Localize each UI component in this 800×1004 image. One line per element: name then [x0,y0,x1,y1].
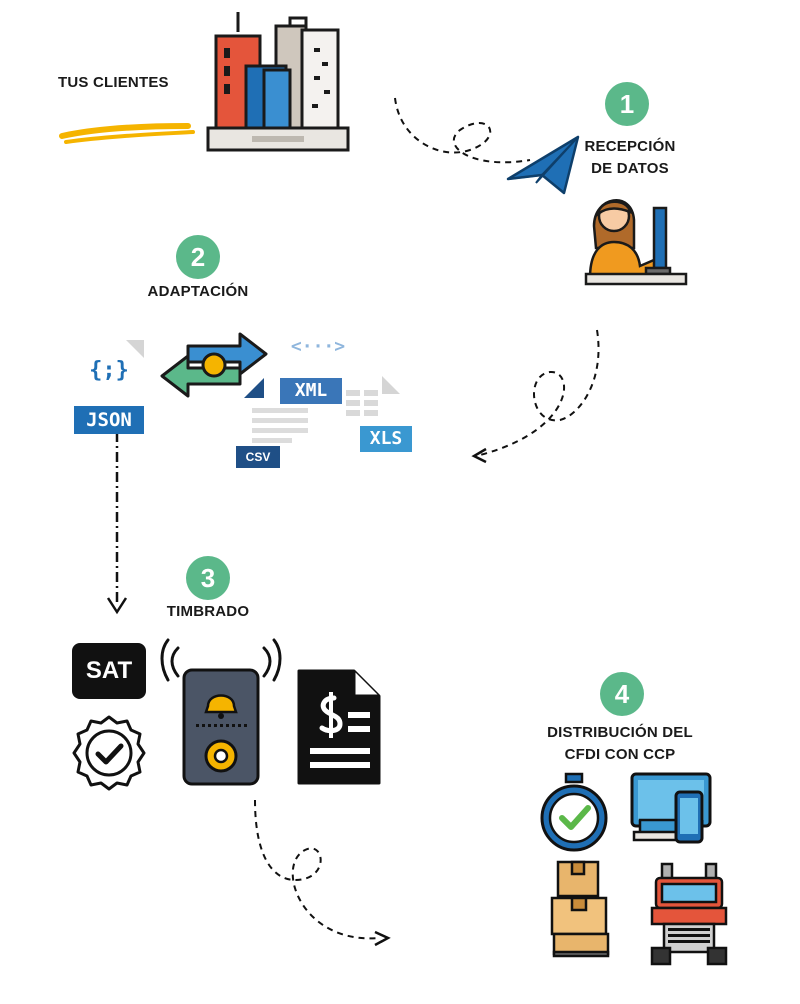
step-4-label: DISTRIBUCIÓN DEL CFDI CON CCP [525,722,715,766]
file-corner-icon [382,376,400,394]
step-4-label-line2: CFDI CON CCP [564,746,676,763]
json-tag: JSON [74,406,144,434]
clients-label: TUS CLIENTES [58,74,169,91]
xml-tag: XML [280,378,342,404]
connector-reception-to-adaptation [479,329,600,456]
document-lines-icon [252,408,308,443]
file-corner-icon [244,378,264,398]
arrowhead-left [471,447,487,464]
xml-code-icon: <···> [290,336,346,357]
xls-file-icon: XLS [342,376,414,456]
stopwatch-icon [540,772,608,852]
sync-arrows-icon [160,332,268,398]
receptionist-icon [584,199,688,286]
certified-badge-icon [72,715,146,791]
step-4-label-line1: DISTRIBUCIÓN DEL [547,724,693,741]
json-braces-icon: {;} [89,358,129,383]
step-1-badge: 1 [605,82,649,126]
sat-logo: SAT [72,643,146,699]
file-corner-icon [126,340,144,358]
devices-icon [630,772,712,844]
step-1-label-line2: DE DATOS [591,160,669,177]
csv-tag: CSV [236,446,280,468]
step-1-label: RECEPCIÓN DE DATOS [565,136,695,180]
arrowhead-right [374,930,391,947]
arrowhead-down [106,597,128,615]
paper-plane-icon [506,135,580,195]
step-2-badge: 2 [176,235,220,279]
xls-tag: XLS [360,426,412,452]
spreadsheet-grid-icon [346,390,378,416]
connector-timbrado-to-distribution [254,799,381,940]
step-4-badge: 4 [600,672,644,716]
truck-icon [650,862,728,966]
step-3-label: TIMBRADO [166,603,250,620]
highlight-brush-icon [59,123,195,144]
json-file-icon: {;} JSON [74,340,144,435]
invoice-icon [297,669,381,785]
step-3-badge: 3 [186,556,230,600]
step-2-label: ADAPTACIÓN [147,283,249,300]
buildings-icon [206,12,350,152]
step-1-label-line1: RECEPCIÓN [584,138,676,155]
connector-clients-to-reception [394,97,531,164]
doorbell-icon [160,638,282,786]
xml-file-icon: <···> XML [244,336,354,446]
boxes-icon [550,860,610,958]
